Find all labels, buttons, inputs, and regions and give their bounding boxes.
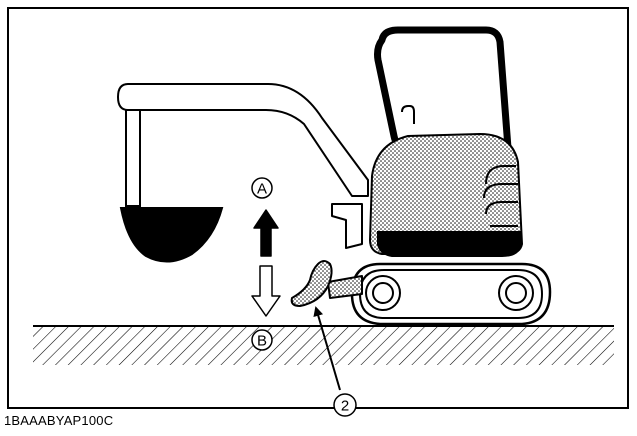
figure-code: 1BAAABYAP100C xyxy=(4,413,114,428)
callout-b-label: B xyxy=(257,333,267,350)
excavator-arm xyxy=(125,109,141,207)
callout-b-circle xyxy=(251,329,273,351)
engine-grille xyxy=(483,165,518,227)
blade-arm xyxy=(327,275,363,299)
cab-frame xyxy=(374,26,512,152)
excavator-boom xyxy=(117,83,369,197)
cab-handle xyxy=(401,105,415,124)
upper-body xyxy=(369,133,523,255)
bucket xyxy=(119,207,224,263)
callout-a-circle xyxy=(251,177,273,199)
boom-bracket xyxy=(331,203,363,249)
part-2-leader xyxy=(313,306,341,391)
dozer-blade xyxy=(290,260,333,307)
callout-2-circle xyxy=(333,393,357,417)
lower-arrow-hollow xyxy=(251,265,281,317)
raise-arrow-solid xyxy=(253,209,279,257)
counterweight xyxy=(377,231,521,257)
track-roller-rear-hub xyxy=(505,282,527,304)
callout-2-label: 2 xyxy=(341,398,349,415)
track-roller-front-hub xyxy=(372,282,394,304)
callout-a-label: A xyxy=(257,181,267,198)
figure-frame xyxy=(7,7,629,409)
